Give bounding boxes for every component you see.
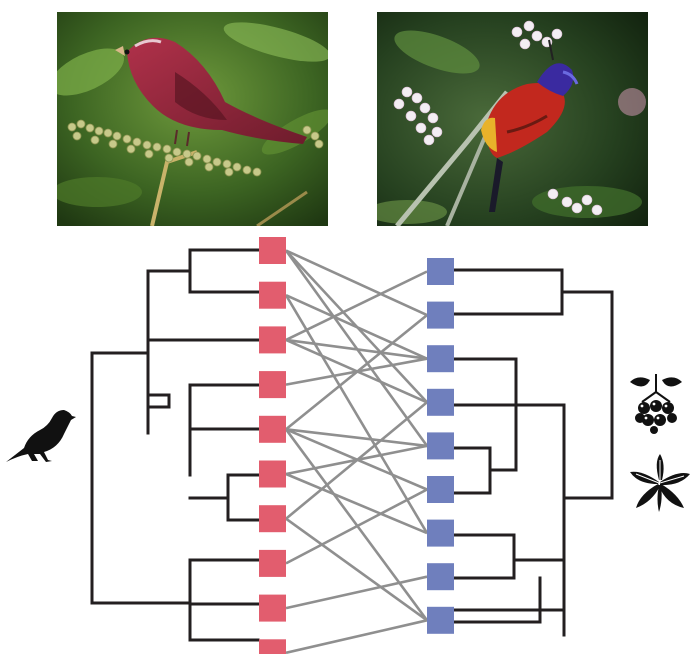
plant-node-3: [427, 345, 454, 373]
link-bird3-plant1: [285, 270, 428, 342]
bird-node-1: [259, 237, 286, 264]
link-bird8-plant6: [285, 488, 428, 565]
link-bird1-plant2: [285, 249, 428, 317]
plant-node-5: [427, 432, 454, 460]
photo-sunbird: [377, 12, 648, 226]
link-bird10-plant9: [285, 619, 428, 654]
bird-node-9: [259, 594, 286, 622]
link-bird7-plant9: [285, 517, 428, 622]
berry-cluster-icon: [630, 374, 682, 434]
link-bird6-plant7: [285, 472, 428, 535]
bird-node-7: [259, 505, 286, 533]
plant-node-9: [427, 606, 454, 634]
photo-rosefinch: [57, 12, 328, 226]
bird-node-3: [259, 326, 286, 354]
link-bird2-plant3: [285, 294, 428, 360]
bird-silhouette-icon: [6, 410, 76, 462]
bird-phylogeny-tree: [90, 248, 260, 642]
bird-node-4: [259, 371, 286, 399]
bird-node-6: [259, 460, 286, 488]
plant-node-6: [427, 476, 454, 503]
bird-species-nodes: [259, 237, 286, 654]
interaction-network-diagram: [90, 237, 614, 654]
flower-icon: [630, 454, 690, 512]
plant-node-2: [427, 301, 454, 329]
plant-node-4: [427, 388, 454, 416]
link-bird9-plant8: [285, 575, 428, 610]
plant-node-8: [427, 563, 454, 591]
plant-phylogeny-tree: [450, 268, 614, 637]
link-bird5-plant2: [285, 314, 428, 431]
bird-node-10: [259, 639, 286, 654]
plant-species-nodes: [427, 258, 454, 634]
plant-node-7: [427, 519, 454, 547]
bird-node-2: [259, 281, 286, 309]
link-bird3-plant3: [285, 338, 428, 360]
interaction-links: [284, 249, 429, 654]
link-bird2-plant7: [284, 294, 429, 534]
link-bird5-plant5: [285, 428, 428, 448]
bird-node-8: [259, 549, 286, 577]
link-bird5-plant9: [284, 428, 429, 622]
bird-node-5: [259, 415, 286, 443]
plant-node-1: [427, 258, 454, 285]
link-bird7-plant4: [285, 401, 428, 520]
